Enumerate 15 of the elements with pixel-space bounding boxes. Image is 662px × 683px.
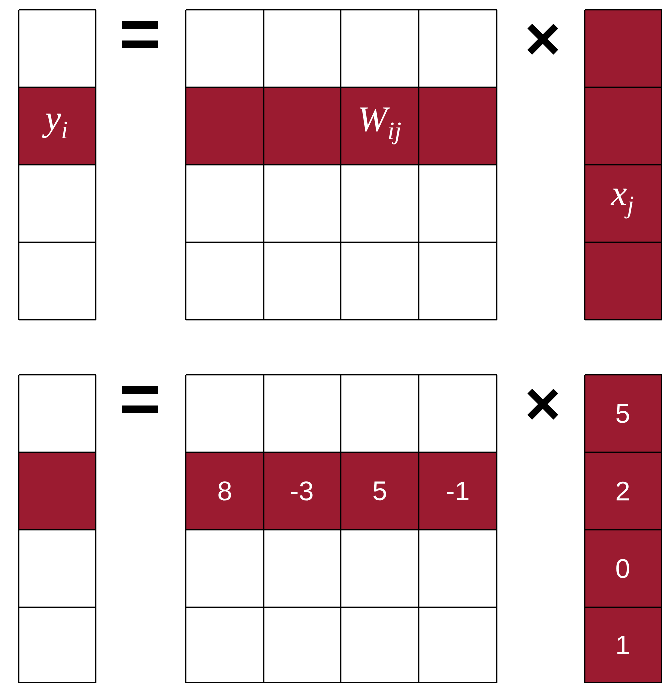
times-sign: ×: [528, 389, 558, 420]
cell-value: 5: [374, 482, 386, 501]
cell-value: 1: [618, 636, 630, 654]
cell-value: 2: [616, 482, 630, 501]
equals-sign: =: [122, 21, 158, 48]
variable-label: x$_{j}$: [610, 188, 634, 219]
cell-value: -3: [291, 482, 313, 501]
variable-label: y$_{i}$: [42, 114, 68, 138]
variable-label: W$_{ij}$: [360, 108, 402, 145]
cell-value: 0: [616, 559, 630, 578]
cell-value: 8: [218, 482, 232, 501]
times-sign: ×: [528, 24, 558, 55]
cell-value: 5: [616, 404, 630, 424]
equals-sign: =: [122, 386, 158, 414]
cell-value: -1: [447, 482, 469, 500]
